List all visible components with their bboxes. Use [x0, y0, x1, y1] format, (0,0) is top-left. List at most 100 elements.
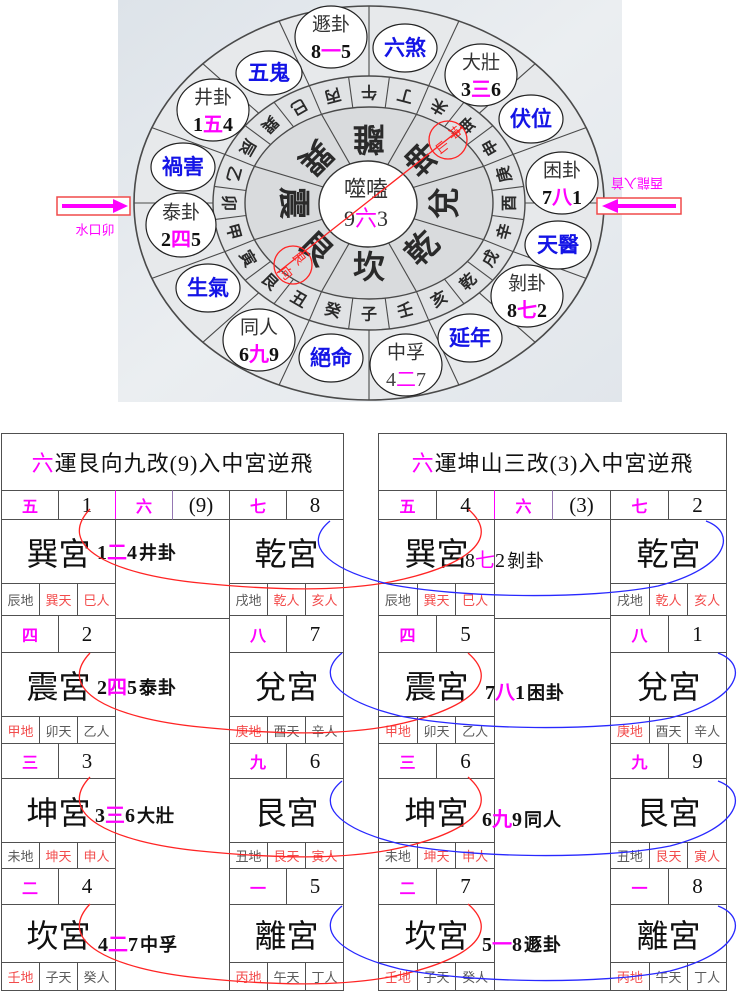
- ring-divider: [383, 235, 417, 292]
- sector-cell: 卯天: [416, 716, 457, 744]
- hexagram-numbers: 8七2: [507, 299, 547, 322]
- flying-number: 8: [668, 868, 727, 905]
- sector-cell: 巳人: [77, 583, 116, 616]
- ring-divider: [491, 214, 524, 221]
- period-star: 九: [610, 743, 669, 779]
- sector-cell: 戌地: [610, 583, 650, 616]
- outer-label-star: 禍害: [150, 142, 216, 192]
- flying-number: 6: [286, 743, 344, 779]
- link-number-b: 4: [127, 542, 137, 564]
- number-mid: 八: [552, 187, 573, 209]
- trigram-dui: 兌: [425, 187, 463, 219]
- period-star: 九: [229, 743, 287, 779]
- flying-number: 6: [436, 743, 495, 779]
- ring-divider: [405, 165, 484, 191]
- number-mid: 六: [355, 206, 377, 231]
- mountain-label: 壬: [395, 299, 415, 321]
- mountain-label: 丁: [395, 85, 415, 107]
- mountain-label: 甲: [223, 222, 245, 242]
- palace-name: 離宮: [229, 904, 344, 963]
- sector-cell: 戌地: [229, 583, 268, 616]
- dragon-entry-arrow: 酉龍入首: [596, 176, 682, 215]
- outer-label-hexagram: 同人 6九9: [222, 308, 296, 372]
- palace-name: 坤宮: [378, 778, 495, 843]
- label-bubble: [372, 23, 438, 73]
- ring-divider: [224, 239, 255, 253]
- label-bubble: [524, 220, 592, 270]
- link-number-b: 6: [125, 805, 135, 827]
- ring-divider: [151, 127, 226, 155]
- link-star: 七: [475, 550, 495, 572]
- number-mid: 三: [471, 79, 491, 101]
- sector-cell: 未地: [1, 842, 40, 869]
- sector-cell: 甲地: [378, 716, 418, 744]
- label-bubble: [369, 333, 443, 397]
- ring-divider: [467, 125, 494, 146]
- dragon-entry-label: 酉龍入首: [611, 176, 663, 191]
- flying-number: 2: [668, 490, 727, 520]
- flying-number: 5: [436, 615, 495, 653]
- outer-label-star: 延年: [437, 313, 503, 363]
- mountain-label: 午: [361, 83, 377, 102]
- period-star: 五: [1, 490, 59, 520]
- link-number-a: 2: [97, 677, 107, 699]
- link-hexagram-name: 大壯: [137, 806, 175, 827]
- period-star: 一: [610, 868, 669, 905]
- outer-label-star: 絕命: [298, 333, 364, 383]
- sector-cell: 亥人: [687, 583, 727, 616]
- title-text: 運坤山三改(3)入中宮逆飛: [434, 451, 694, 476]
- period-star: 一: [229, 868, 287, 905]
- ring-divider: [483, 239, 514, 253]
- number-mid: 七: [517, 299, 537, 322]
- link-hexagram-name: 泰卦: [139, 678, 177, 699]
- link-star: 二: [107, 542, 127, 564]
- star-name: 伏位: [510, 107, 552, 131]
- sector-cell: 申人: [77, 842, 116, 869]
- table-title: 六運坤山三改(3)入中宮逆飛: [378, 433, 727, 491]
- number-mid: 五: [203, 114, 223, 136]
- flying-star-table-mountain: 六運坤山三改(3)入中宮逆飛 五 4 六 (3) 七 2 巽宮 乾宮 辰地 巽天…: [378, 433, 727, 991]
- ring-divider: [254, 165, 333, 191]
- ring-divider: [244, 125, 271, 146]
- link-number-b: 8: [512, 934, 522, 956]
- flying-number: 8: [286, 490, 344, 520]
- link-hexagram-name: 困卦: [527, 683, 565, 704]
- arrow-head-icon: [602, 199, 618, 213]
- hexagram-name: 井卦: [194, 87, 232, 109]
- period-star: 三: [1, 743, 59, 779]
- sector-cell: 丑地: [229, 842, 268, 869]
- star-name: 絕命: [310, 346, 353, 370]
- link-hexagram-name: 遯卦: [524, 935, 562, 956]
- ring-divider: [202, 292, 260, 343]
- ring-divider: [348, 77, 354, 108]
- palace-name: 艮宮: [229, 778, 344, 843]
- sector-cell: 壬地: [378, 962, 418, 991]
- number-mid: 九: [248, 343, 269, 366]
- mountain-label: 辛: [493, 222, 515, 242]
- sector-cell: 乙人: [77, 716, 116, 744]
- number-a: 4: [386, 369, 396, 391]
- title-period-highlight: 六: [411, 451, 435, 476]
- ring-divider: [384, 298, 390, 329]
- outer-label-hexagram: 中孚 4二7: [369, 333, 443, 397]
- flying-number: 7: [286, 615, 344, 653]
- sector-cell: 坤天: [416, 842, 457, 869]
- number-b: 9: [269, 344, 279, 366]
- link-star: 九: [492, 809, 512, 831]
- number-a: 8: [311, 41, 321, 63]
- water-exit-arrow: 水口卯: [56, 196, 131, 238]
- star-name: 延年: [448, 326, 491, 350]
- hexagram-name: 遯卦: [312, 14, 350, 36]
- label-bubble: [150, 142, 216, 192]
- palace-name: 兌宮: [610, 652, 727, 717]
- ring-divider: [483, 153, 514, 167]
- number-a: 6: [239, 344, 249, 366]
- outer-label-hexagram: 大壯 3三6: [444, 43, 518, 107]
- outer-label-hexagram: 遯卦 8一5: [294, 5, 368, 69]
- label-bubble: [498, 94, 564, 144]
- period-star: 四: [1, 615, 59, 653]
- trigram-kan: 坎: [353, 248, 385, 286]
- number-a: 9: [344, 206, 355, 231]
- flying-number: 1: [58, 490, 116, 520]
- mountain-label: 卯: [220, 195, 239, 211]
